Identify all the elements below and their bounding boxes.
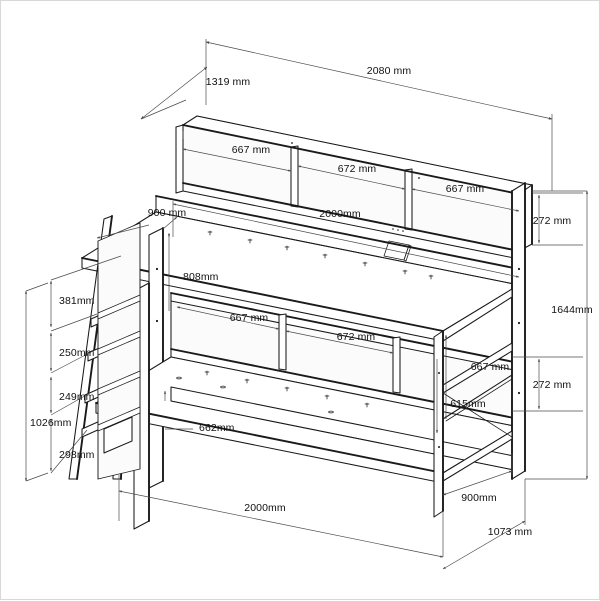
dim-label-overall-depth-top: 1319 mm <box>206 76 251 88</box>
dim-label-lower-panel-width: 667 mm <box>471 361 510 373</box>
dim-label-ladder-total: 1026mm <box>30 417 72 429</box>
dim-label-ladder-step-4: 298mm <box>59 449 95 461</box>
dim-label-upper-rail-height: 808mm <box>183 271 219 283</box>
dim-label-ladder-step-2: 250mm <box>59 347 95 359</box>
ladder-assembly <box>68 215 141 480</box>
dim-label-ladder-step-3: 249mm <box>59 391 95 403</box>
dim-label-lower-bay-left: 667 mm <box>230 312 269 324</box>
dim-label-hutch-bay-right: 667 mm <box>446 183 485 195</box>
dim-label-hutch-bay-center: 672 mm <box>338 163 377 175</box>
lower-deck-cam-fittings <box>176 370 370 414</box>
dim-label-bed-width-lower: 900mm <box>461 492 497 504</box>
dim-label-hutch-bay-left: 667 mm <box>232 144 271 156</box>
upper-guard-panel-left <box>148 227 164 489</box>
right-end-panel <box>511 182 526 480</box>
dim-label-lower-rail-height: 662mm <box>199 422 235 434</box>
dim-label-bed-length-upper: 2000mm <box>319 208 361 220</box>
dim-label-total-height-right: 1644mm <box>551 304 593 316</box>
dim-label-hutch-height-right: 272 mm <box>533 215 572 227</box>
dim-label-lower-shelf-height: 272 mm <box>533 379 572 391</box>
furniture-assembly <box>68 115 533 530</box>
dim-label-diagonal-brace: 615mm <box>450 398 486 410</box>
dim-label-lower-bay-center: 672 mm <box>337 331 376 343</box>
dim-label-upper-guard-offset: 900 mm <box>148 207 187 219</box>
dimension-labels: 2080 mm 1319 mm 667 mm 672 mm 667 mm 272… <box>30 65 593 538</box>
dim-label-bed-length-lower: 2000mm <box>244 502 286 514</box>
dim-label-ladder-step-1: 381mm <box>59 295 95 307</box>
dimension-lines <box>24 39 589 570</box>
dim-label-overall-depth-bottom: 1073 mm <box>488 526 533 538</box>
front-right-leg <box>433 330 444 518</box>
dim-label-overall-length-top: 2080 mm <box>367 65 412 77</box>
